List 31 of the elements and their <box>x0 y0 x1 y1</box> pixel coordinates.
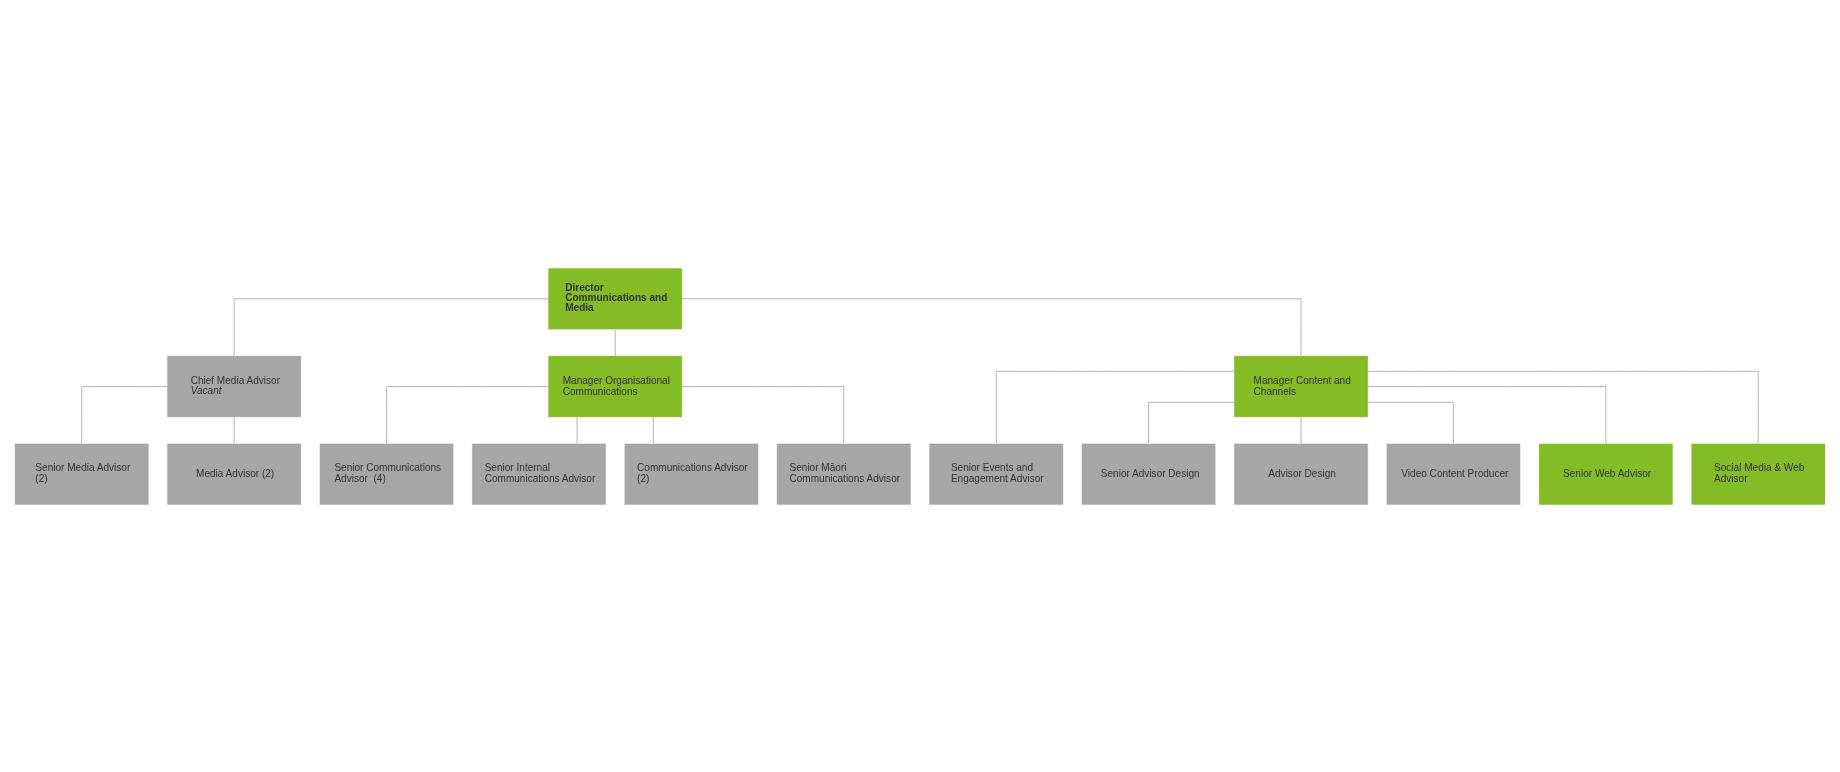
connector <box>614 328 616 356</box>
connector <box>995 370 1235 443</box>
node-box: Director Communications and Media <box>547 267 683 330</box>
connector <box>233 416 235 444</box>
node-box: Social Media & Web Advisor <box>1690 442 1826 505</box>
connector <box>1300 416 1302 444</box>
connector <box>1367 370 1759 443</box>
node-box: Advisor Design <box>1233 442 1369 505</box>
node-box: Senior Internal Communications Advisor <box>471 442 607 505</box>
node-box: Manager Content and Channels <box>1233 354 1369 418</box>
connector <box>1367 401 1454 443</box>
connector <box>682 297 1302 356</box>
node-box: Senior Communications Advisor (4) <box>318 442 455 505</box>
node-box: Senior Events and Engagement Advisor <box>928 442 1064 505</box>
connector <box>233 297 549 356</box>
connector <box>576 416 578 444</box>
node-box: Senior Media Advisor (2) <box>14 442 150 505</box>
connector <box>682 385 845 444</box>
connector <box>81 385 168 444</box>
node-box: Video Content Producer <box>1385 442 1522 505</box>
connector <box>652 416 654 444</box>
connector <box>386 385 549 444</box>
node-box: Senior Māori Communications Advisor <box>776 442 912 505</box>
node-box: Senior Advisor Design <box>1081 442 1217 505</box>
connector <box>1367 385 1607 444</box>
connector <box>1148 401 1235 443</box>
node-box: Media Advisor (2) <box>166 442 302 505</box>
node-box: Communications Advisor (2) <box>623 442 759 505</box>
node-box: Senior Web Advisor <box>1538 442 1674 505</box>
node-box: Manager Organisational Communications <box>547 354 683 418</box>
node-box: Chief Media Advisor Vacant <box>166 354 302 418</box>
